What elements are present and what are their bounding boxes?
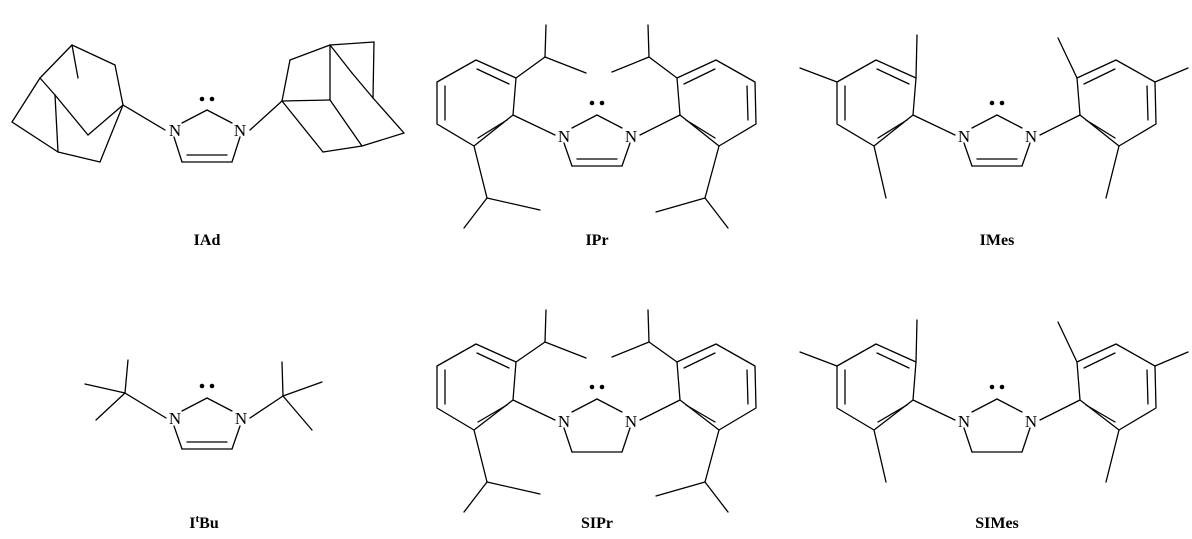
imidazolidine-ring [963,398,1031,453]
diisopropylphenyl-right [611,24,757,229]
nitrogen-atom: N [169,121,181,140]
label-sipr: SIPr [581,515,613,532]
nitrogen-atom: N [235,409,247,428]
diisopropylphenyl-right [611,309,757,513]
nitrogen-atom: N [1025,127,1037,146]
nitrogen-atom: N [234,121,246,140]
nitrogen-atom: N [625,127,637,146]
lone-pair-dot [999,100,1005,106]
imidazolidine-ring [563,398,631,453]
lone-pair-dot [989,100,995,106]
adamantyl-left [11,44,166,163]
imidazole-ring [963,114,1031,167]
diisopropylphenyl-left [436,24,587,229]
lone-pair-dot [599,100,605,106]
imidazole-ring [563,114,631,167]
nitrogen-atom: N [558,412,570,431]
molecule-sipr: N N SIPr [436,309,757,532]
molecule-ipr: N N IPr [436,24,757,249]
label-simes: SIMes [975,515,1019,532]
tert-butyl-right [249,361,323,431]
imidazole-ring [173,109,241,163]
diisopropylphenyl-left [436,309,587,513]
lone-pair-dot [999,384,1005,390]
nitrogen-atom: N [958,127,970,146]
tert-butyl-left [84,359,167,421]
lone-pair-dot [589,100,595,106]
lone-pair-dot [209,96,215,102]
label-ipr: IPr [585,232,608,249]
lone-pair-dot [599,384,605,390]
adamantyl-right [249,41,405,153]
nitrogen-atom: N [625,412,637,431]
mesityl-right [1039,321,1189,483]
molecule-itbu: N N ItBu [84,359,323,532]
molecule-iad: N N [11,41,405,249]
label-itbu: ItBu [189,513,219,532]
lone-pair-dot [199,383,205,389]
mesityl-left [799,319,956,483]
imidazole-ring [173,397,241,450]
label-imes: IMes [980,232,1015,249]
lone-pair-dot [589,384,595,390]
nitrogen-atom: N [558,127,570,146]
mesityl-left [799,34,956,199]
molecule-imes: N N IMes [799,34,1189,249]
label-iad: IAd [194,232,221,249]
lone-pair-dot [209,383,215,389]
nitrogen-atom: N [169,409,181,428]
lone-pair-dot [199,96,205,102]
mesityl-right [1039,37,1189,199]
nitrogen-atom: N [958,412,970,431]
lone-pair-dot [989,384,995,390]
nitrogen-atom: N [1025,412,1037,431]
molecule-simes: N N SIMes [799,319,1189,532]
